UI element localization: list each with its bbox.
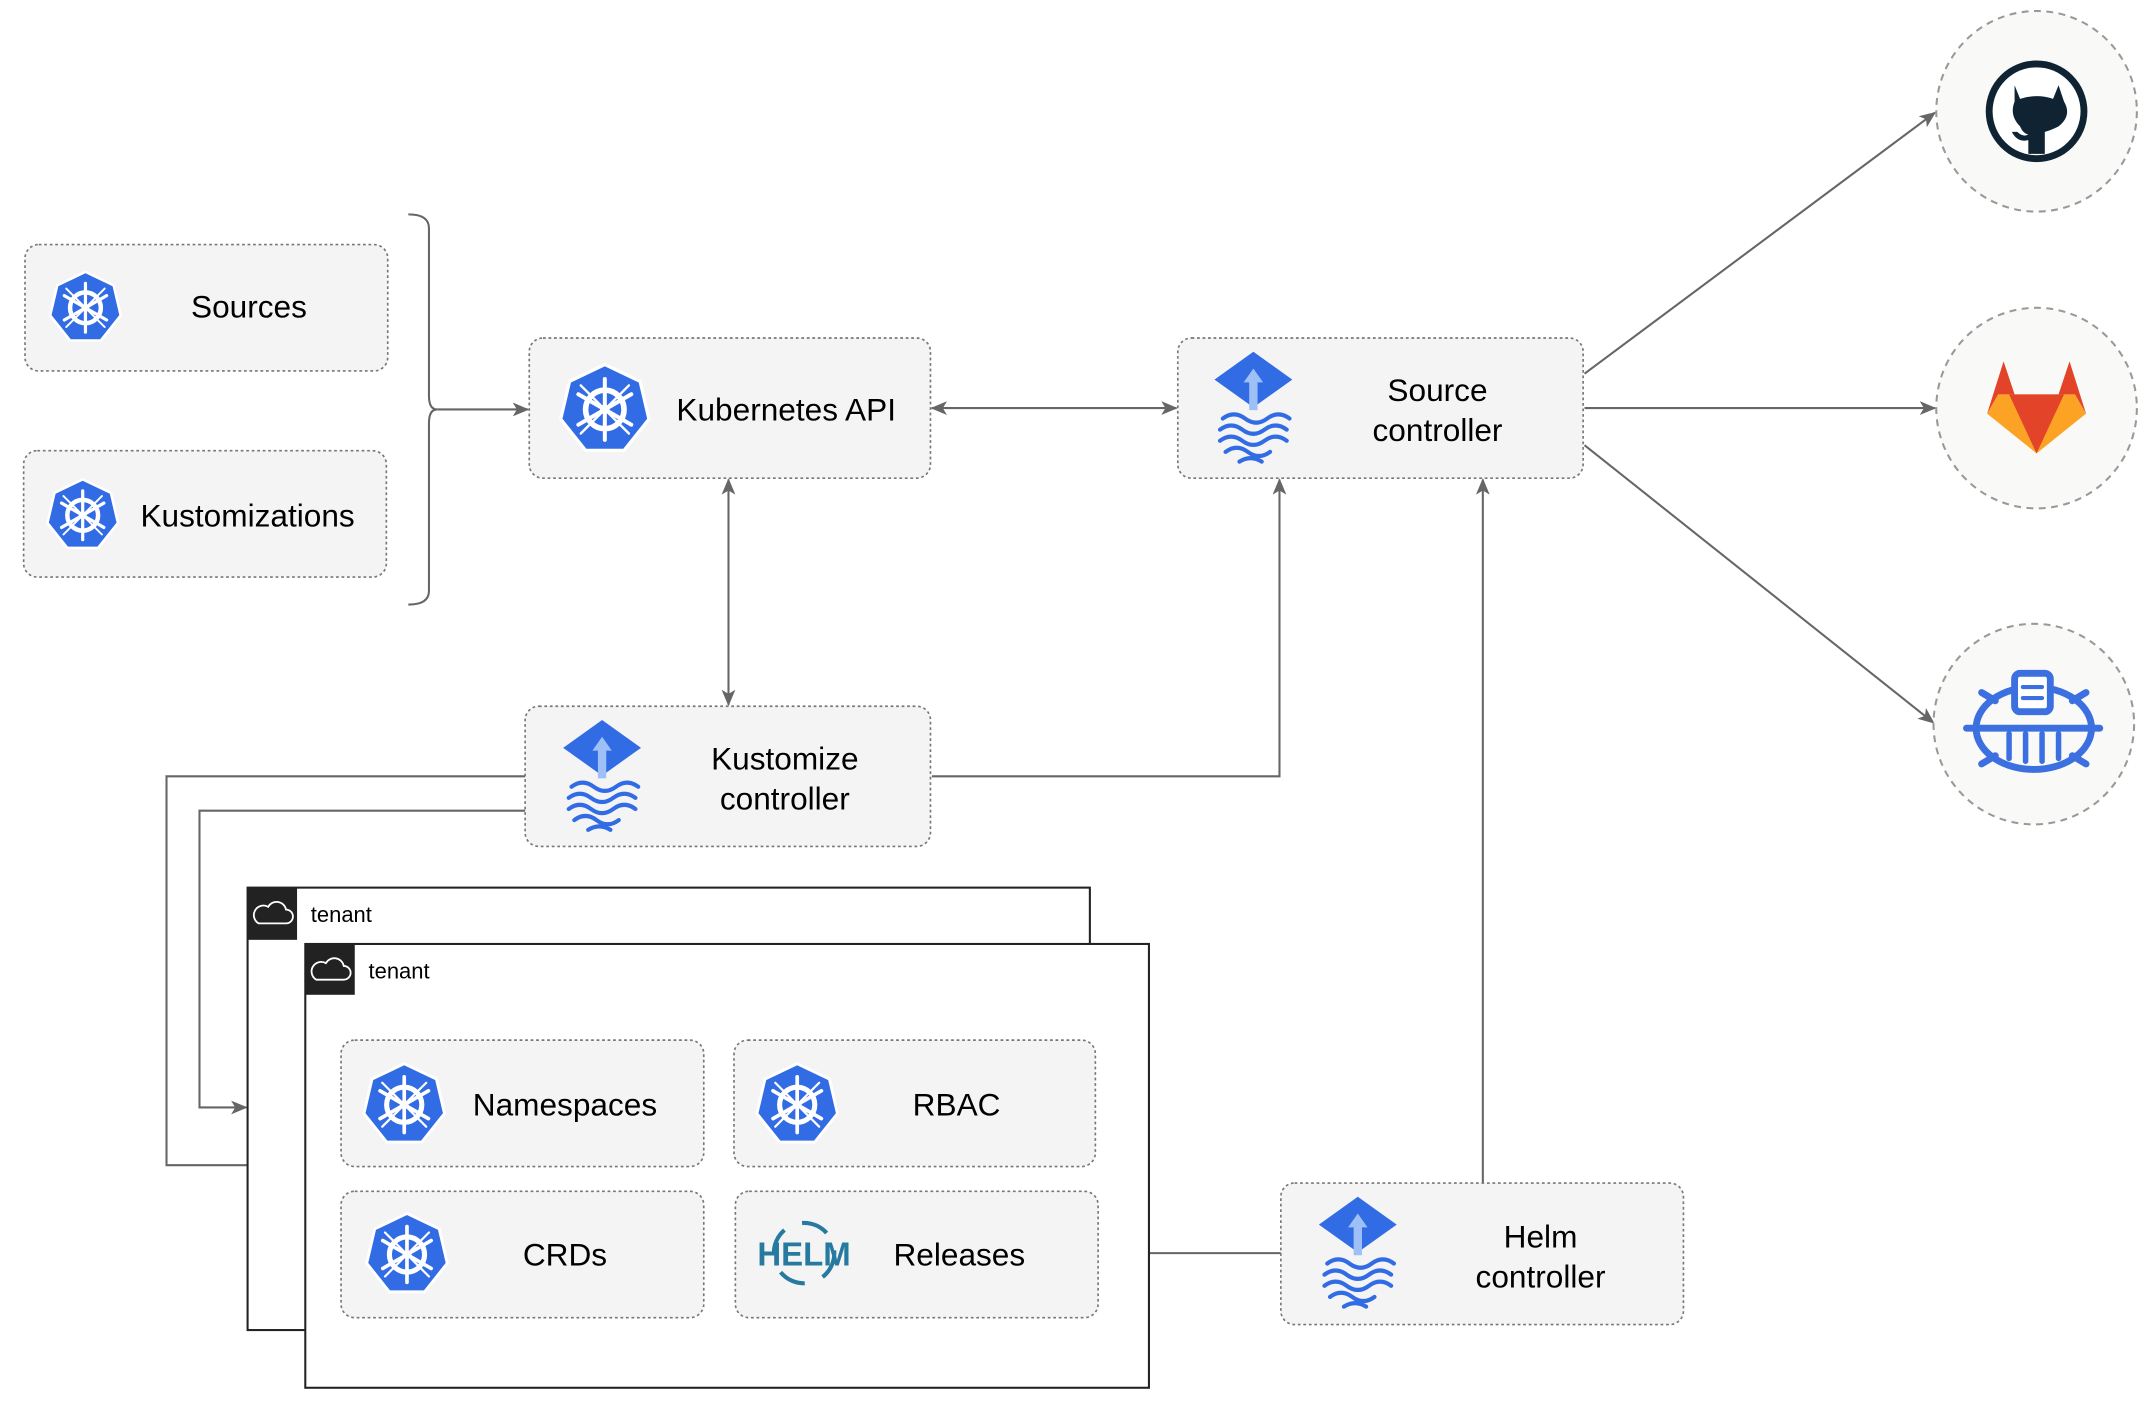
node-label-line1: Helm: [1504, 1219, 1578, 1255]
node-label: Kubernetes API: [676, 391, 896, 427]
node-helm-controller[interactable]: Helm controller: [1280, 1182, 1685, 1326]
tenant-label: tenant: [369, 958, 430, 983]
tenant-label: tenant: [311, 902, 372, 927]
node-label: CRDs: [523, 1236, 607, 1272]
node-crds[interactable]: CRDs: [340, 1190, 705, 1319]
node-label-line2: controller: [720, 780, 850, 816]
edge-kustomize-to-tenant-front: [165, 775, 526, 1173]
grouping-brace: [408, 213, 438, 606]
node-releases[interactable]: HELM Releases: [734, 1190, 1099, 1319]
node-label-line2: controller: [1476, 1258, 1606, 1294]
node-label: Namespaces: [473, 1087, 657, 1123]
node-label: Releases: [893, 1236, 1025, 1272]
helm-icon: HELM: [757, 1220, 851, 1286]
edge-source-to-github: [1583, 111, 1936, 375]
node-label-line1: Kustomize: [711, 740, 858, 776]
cloud-icon: [252, 901, 294, 925]
external-gitlab[interactable]: [1935, 306, 2138, 510]
node-label-line1: Source: [1387, 372, 1487, 408]
node-label: Sources: [191, 288, 307, 324]
node-kustomizations[interactable]: Kustomizations: [22, 449, 388, 578]
edge-kustomize-to-tenant-back: [198, 809, 526, 1115]
edges: [165, 111, 1937, 1260]
github-icon: [1985, 60, 2088, 163]
gitlab-icon: [1987, 361, 2087, 454]
node-label-line2: controller: [1373, 412, 1503, 448]
node-source-controller[interactable]: Source controller: [1176, 337, 1584, 479]
node-sources[interactable]: Sources: [24, 243, 389, 372]
external-bucket[interactable]: [1932, 622, 2136, 826]
edge-kustomize-to-source: [931, 478, 1287, 778]
node-kustomize-controller[interactable]: Kustomize controller: [524, 705, 932, 848]
edge-source-to-bucket: [1583, 444, 1935, 724]
node-namespaces[interactable]: Namespaces: [340, 1039, 705, 1168]
cloud-icon: [310, 957, 352, 981]
node-rbac[interactable]: RBAC: [733, 1039, 1097, 1168]
svg-text:HELM: HELM: [757, 1235, 850, 1272]
node-kubernetes-api[interactable]: Kubernetes API: [528, 337, 932, 479]
node-label: RBAC: [913, 1087, 1001, 1123]
node-label: Kustomizations: [140, 497, 354, 533]
bucket-icon: [1963, 669, 2104, 773]
external-github[interactable]: [1935, 9, 2138, 213]
